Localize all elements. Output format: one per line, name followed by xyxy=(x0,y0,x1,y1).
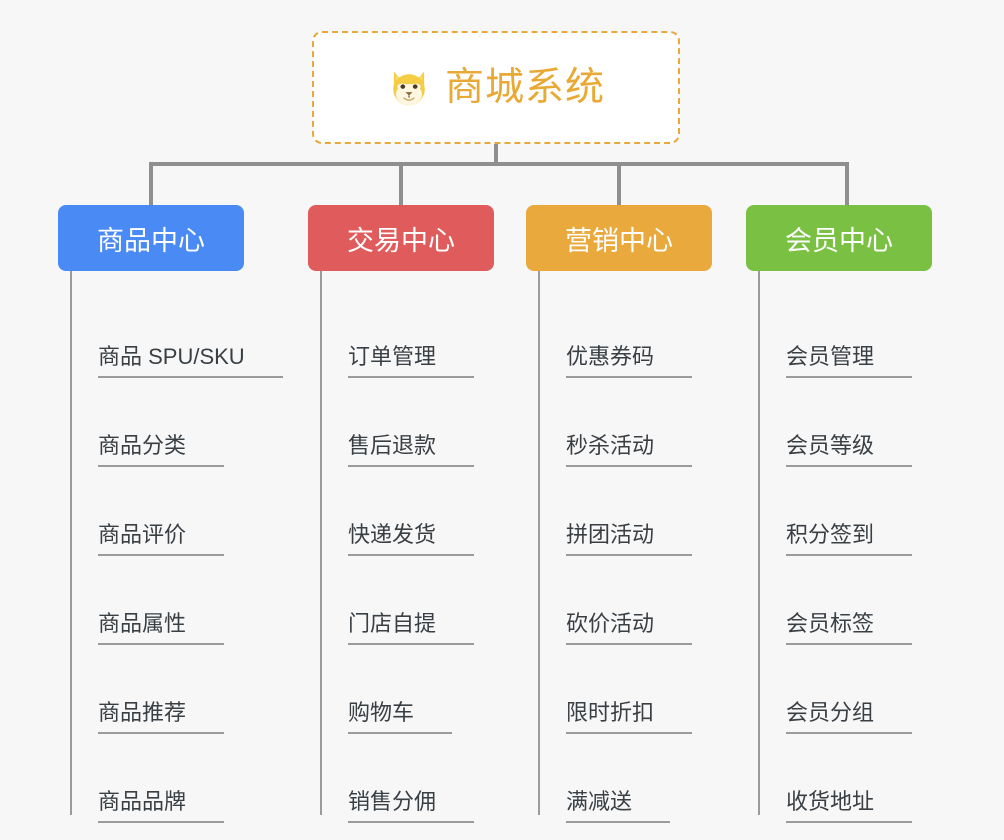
list-item-label: 限时折扣 xyxy=(566,700,693,734)
list-item[interactable]: 商品评价 xyxy=(58,467,308,556)
list-item[interactable]: 会员等级 xyxy=(746,378,966,467)
dog-face-icon xyxy=(387,66,431,110)
list-item[interactable]: 会员管理 xyxy=(746,289,966,378)
rail-line xyxy=(70,271,72,815)
list-item[interactable]: 商品 SPU/SKU xyxy=(58,289,308,378)
connector-drop-2 xyxy=(399,162,403,207)
list-item[interactable]: 满减送 xyxy=(526,734,746,823)
list-item[interactable]: 快递发货 xyxy=(308,467,530,556)
list-item[interactable]: 会员标签 xyxy=(746,556,966,645)
category-box-member[interactable]: 会员中心 xyxy=(746,205,932,271)
list-item-label: 订单管理 xyxy=(348,344,475,378)
list-item-label: 满减送 xyxy=(566,789,671,823)
rail-line xyxy=(320,271,322,815)
list-item[interactable]: 积分签到 xyxy=(746,467,966,556)
list-item-label: 商品推荐 xyxy=(98,700,225,734)
list-item-label: 售后退款 xyxy=(348,433,475,467)
list-item[interactable]: 商品属性 xyxy=(58,556,308,645)
list-item-label: 会员分组 xyxy=(786,700,913,734)
list-item-label: 购物车 xyxy=(348,700,453,734)
root-node[interactable]: 商城系统 xyxy=(312,31,680,144)
category-box-product[interactable]: 商品中心 xyxy=(58,205,244,271)
list-item-label: 销售分佣 xyxy=(348,789,475,823)
items-rail-product: 商品 SPU/SKU 商品分类 商品评价 商品属性 商品推荐 商品品牌 xyxy=(58,271,308,823)
connector-root-stem xyxy=(494,144,498,165)
list-item[interactable]: 销售分佣 xyxy=(308,734,530,823)
list-item[interactable]: 售后退款 xyxy=(308,378,530,467)
connector-horizontal-bar xyxy=(149,162,849,166)
list-item[interactable]: 限时折扣 xyxy=(526,645,746,734)
branch-column-marketing: 营销中心 优惠券码 秒杀活动 拼团活动 砍价活动 限时折扣 满减送 xyxy=(526,205,746,823)
list-item-label: 商品 SPU/SKU xyxy=(98,344,283,378)
list-item-label: 秒杀活动 xyxy=(566,433,693,467)
branch-column-product: 商品中心 商品 SPU/SKU 商品分类 商品评价 商品属性 商品推荐 商品品牌 xyxy=(58,205,308,823)
list-item-label: 拼团活动 xyxy=(566,522,693,556)
list-item[interactable]: 砍价活动 xyxy=(526,556,746,645)
connector-drop-4 xyxy=(845,162,849,207)
list-item[interactable]: 拼团活动 xyxy=(526,467,746,556)
list-item[interactable]: 订单管理 xyxy=(308,289,530,378)
list-item-label: 砍价活动 xyxy=(566,611,693,645)
list-item[interactable]: 收货地址 xyxy=(746,734,966,823)
list-item-label: 会员标签 xyxy=(786,611,913,645)
rail-line xyxy=(758,271,760,815)
list-item-label: 快递发货 xyxy=(348,522,475,556)
list-item-label: 商品评价 xyxy=(98,522,225,556)
list-item[interactable]: 商品品牌 xyxy=(58,734,308,823)
list-item-label: 门店自提 xyxy=(348,611,475,645)
branch-column-member: 会员中心 会员管理 会员等级 积分签到 会员标签 会员分组 收货地址 xyxy=(746,205,966,823)
list-item-label: 优惠券码 xyxy=(566,344,693,378)
list-item-label: 积分签到 xyxy=(786,522,913,556)
list-item-label: 收货地址 xyxy=(786,789,913,823)
list-item-label: 商品分类 xyxy=(98,433,225,467)
list-item[interactable]: 秒杀活动 xyxy=(526,378,746,467)
list-item-label: 商品属性 xyxy=(98,611,225,645)
list-item-label: 会员管理 xyxy=(786,344,913,378)
list-item[interactable]: 商品推荐 xyxy=(58,645,308,734)
category-label: 商品中心 xyxy=(97,225,205,256)
category-box-trade[interactable]: 交易中心 xyxy=(308,205,494,271)
category-box-marketing[interactable]: 营销中心 xyxy=(526,205,712,271)
category-label: 营销中心 xyxy=(565,225,673,256)
list-item[interactable]: 购物车 xyxy=(308,645,530,734)
list-item[interactable]: 商品分类 xyxy=(58,378,308,467)
list-item[interactable]: 优惠券码 xyxy=(526,289,746,378)
connector-drop-1 xyxy=(149,162,153,207)
category-label: 会员中心 xyxy=(785,225,893,256)
connector-drop-3 xyxy=(617,162,621,207)
list-item[interactable]: 会员分组 xyxy=(746,645,966,734)
category-label: 交易中心 xyxy=(347,225,455,256)
items-rail-marketing: 优惠券码 秒杀活动 拼团活动 砍价活动 限时折扣 满减送 xyxy=(526,271,746,823)
items-rail-member: 会员管理 会员等级 积分签到 会员标签 会员分组 收货地址 xyxy=(746,271,966,823)
list-item-label: 会员等级 xyxy=(786,433,913,467)
list-item-label: 商品品牌 xyxy=(98,789,225,823)
rail-line xyxy=(538,271,540,815)
branch-column-trade: 交易中心 订单管理 售后退款 快递发货 门店自提 购物车 销售分佣 xyxy=(308,205,530,823)
root-title: 商城系统 xyxy=(444,66,605,109)
items-rail-trade: 订单管理 售后退款 快递发货 门店自提 购物车 销售分佣 xyxy=(308,271,530,823)
list-item[interactable]: 门店自提 xyxy=(308,556,530,645)
